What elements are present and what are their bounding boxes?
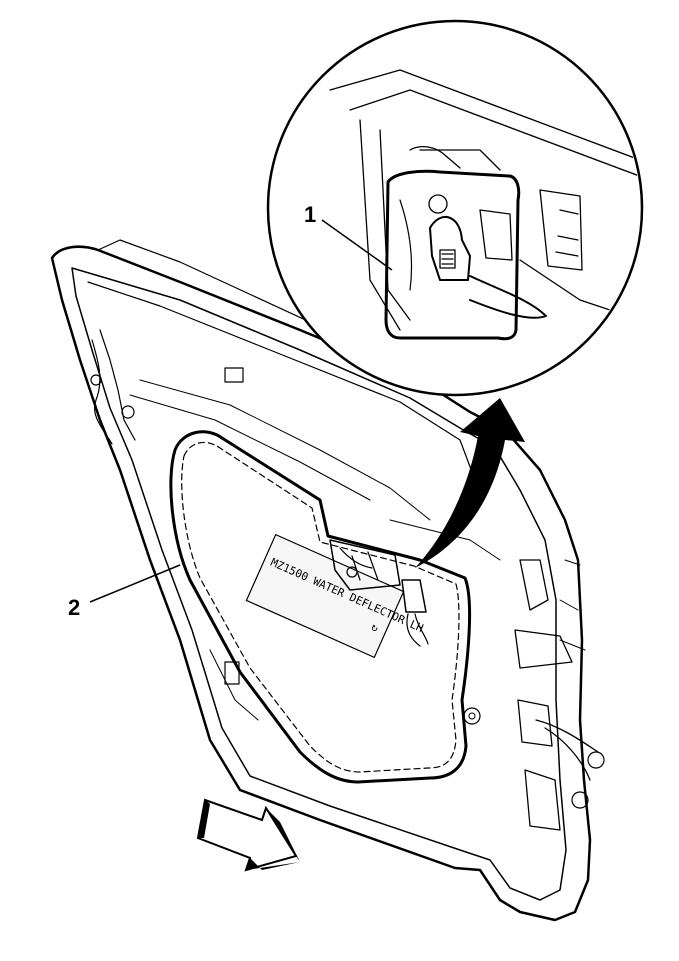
callout-2-leader [89, 564, 181, 603]
rear-door-frame [50, 239, 605, 922]
zoom-direction-arrow [415, 398, 525, 568]
callout-1: 1 [304, 202, 316, 227]
callout-1-leader [321, 219, 393, 271]
deflector-label-plate [245, 533, 405, 659]
door-handle-connector-area [329, 539, 429, 647]
callout-2: 2 [68, 595, 80, 620]
front-direction-arrow [196, 798, 300, 872]
water-deflector-panel: MZ1500 WATER DEFLECTOR LH ↻ [169, 430, 472, 784]
deflector-label-mark: ↻ [369, 620, 381, 635]
detail-magnifier [266, 19, 644, 397]
